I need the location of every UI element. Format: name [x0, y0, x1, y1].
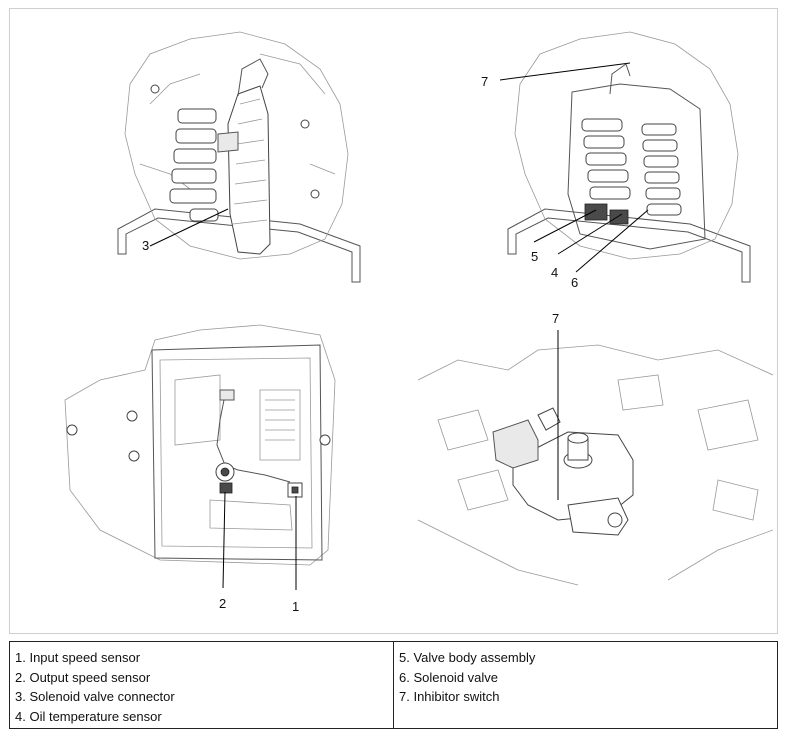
callout-5: 5	[531, 249, 539, 264]
legend-column-left: 1. Input speed sensor 2. Output speed se…	[10, 642, 393, 728]
legend-item: 6. Solenoid valve	[399, 669, 499, 685]
legend-item: 2. Output speed sensor	[15, 669, 151, 685]
transmission-illustration-1	[117, 31, 361, 283]
panel-valve-body	[500, 14, 760, 294]
callout-3: 3	[142, 238, 150, 253]
legend-column-right: 5. Valve body assembly 6. Solenoid valve…	[393, 642, 777, 728]
panel-inhibitor-switch	[418, 320, 773, 590]
transmission-illustration-2	[500, 31, 751, 283]
diagram-frame	[9, 8, 778, 634]
callout-7-bottom: 7	[552, 311, 560, 326]
legend-item: 7. Inhibitor switch	[399, 689, 500, 704]
transmission-illustration-3	[64, 324, 336, 590]
legend-item: 1. Input speed sensor	[15, 650, 141, 665]
panel-solenoid-connector	[110, 14, 370, 294]
callout-7-top: 7	[481, 74, 489, 89]
callout-4: 4	[551, 265, 559, 280]
legend-item: 5. Valve body assembly	[399, 650, 536, 665]
callout-1: 1	[292, 599, 300, 614]
legend-table: 1. Input speed sensor 2. Output speed se…	[9, 641, 778, 729]
inhibitor-switch-illustration	[418, 330, 773, 586]
panel-speed-sensors	[60, 320, 350, 590]
legend-item: 3. Solenoid valve connector	[15, 689, 175, 704]
legend-item: 4. Oil temperature sensor	[15, 708, 162, 724]
callout-2: 2	[219, 596, 227, 611]
callout-6: 6	[571, 275, 579, 290]
